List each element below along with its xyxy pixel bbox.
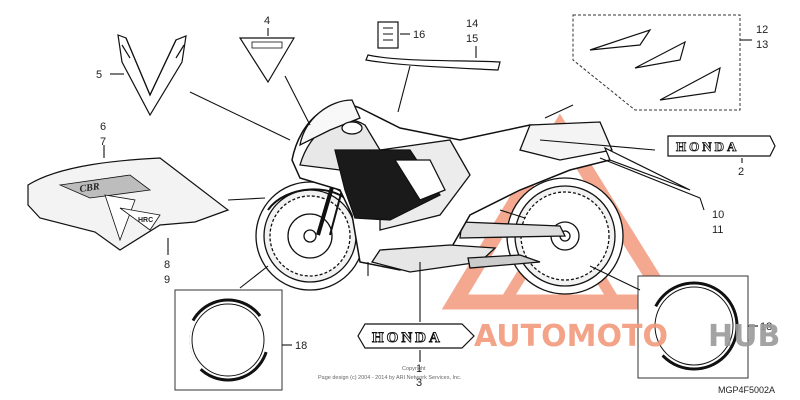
callout-9: 9 — [164, 274, 170, 286]
callout-1: 1 — [416, 363, 422, 375]
decal-5-front-v[interactable] — [117, 34, 187, 117]
honda-bottom-text: HONDA — [372, 330, 443, 346]
decal-18-rim-stripe-front[interactable] — [174, 289, 283, 391]
callout-16: 16 — [413, 29, 425, 41]
diagram-code: MGP4F5002A — [718, 385, 775, 395]
callout-6: 6 — [100, 121, 106, 133]
hrc-logo-text: HRC — [138, 217, 153, 224]
decal-4-triangle-emblem[interactable] — [238, 37, 296, 84]
decal-10-11-side-stripe[interactable] — [599, 146, 701, 199]
copyright-line-1: Copyright — [402, 366, 426, 372]
watermark-text: AUTOMOTO HUB — [474, 319, 780, 354]
decal-12-13-tail-stripes[interactable] — [572, 14, 741, 111]
honda-right-text: HONDA — [676, 139, 739, 154]
callout-7: 7 — [100, 136, 106, 148]
callout-numbers: 5 4 16 14 15 12 13 2 10 11 6 7 8 9 18 18… — [96, 15, 772, 389]
callout-2: 2 — [738, 166, 744, 178]
decal-18-rim-stripe-rear[interactable] — [637, 275, 749, 379]
copyright-notice: Copyright Page design (c) 2004 - 2014 by… — [318, 366, 462, 381]
callout-3: 3 — [416, 377, 422, 389]
callout-5: 5 — [96, 69, 102, 81]
callout-15: 15 — [466, 33, 478, 45]
decal-1-3-honda-lower[interactable]: HONDA — [357, 323, 475, 349]
motorcycle-illustration — [255, 99, 624, 295]
callout-10: 10 — [712, 209, 724, 221]
callout-8: 8 — [164, 259, 170, 271]
callout-18-right: 18 — [760, 321, 772, 333]
copyright-line-2: Page design (c) 2004 - 2014 by ARI Netwo… — [318, 375, 462, 381]
leader-lines — [103, 28, 758, 362]
fairing-logo-text: CBR — [79, 181, 101, 195]
callout-4: 4 — [264, 15, 270, 27]
callout-11: 11 — [712, 224, 723, 236]
callout-18-left: 18 — [295, 340, 307, 352]
callout-12: 12 — [756, 24, 768, 36]
decal-16-small-emblem[interactable] — [377, 21, 399, 49]
callout-13: 13 — [756, 39, 768, 51]
decal-14-15-stripe[interactable] — [365, 54, 501, 71]
decal-2-honda-tank[interactable]: HONDA — [667, 135, 776, 157]
watermark-part-2: HUB — [708, 319, 780, 354]
decal-6-7-fairing-graphic[interactable]: CBR HRC — [27, 157, 230, 251]
watermark-part-1: AUTOMOTO — [474, 319, 668, 354]
callout-14: 14 — [466, 18, 478, 30]
